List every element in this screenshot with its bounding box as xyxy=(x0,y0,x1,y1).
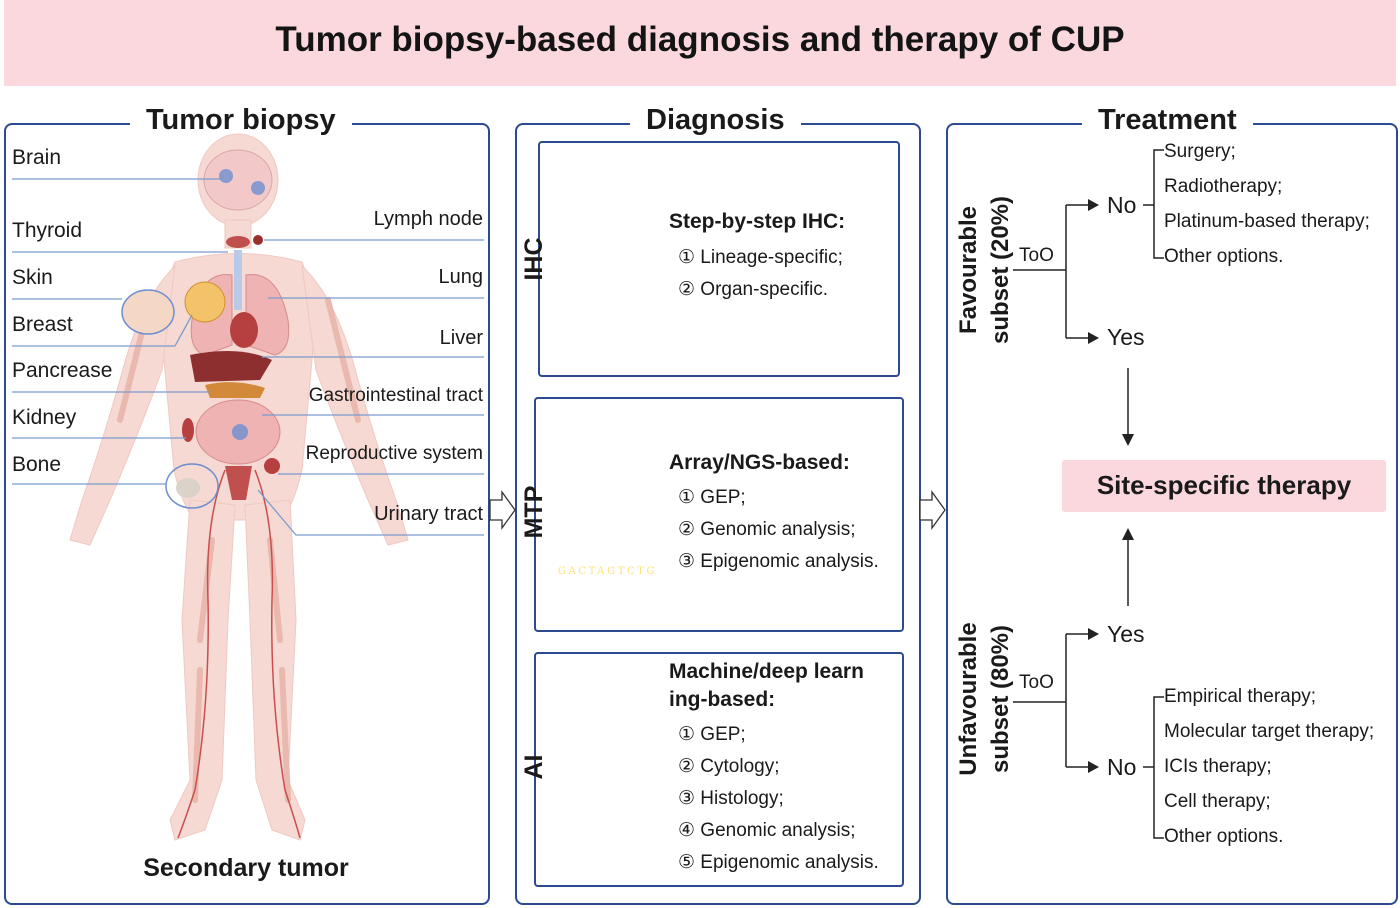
liver-organ xyxy=(190,351,272,382)
mtp-bases: GACTAGTCTG xyxy=(557,566,658,577)
label-urinary-tract: Urinary tract xyxy=(374,503,483,525)
favourable-too: ToO xyxy=(1019,245,1054,266)
trachea xyxy=(234,250,242,310)
ai-item: ① GEP; xyxy=(678,724,746,745)
ai-box xyxy=(534,652,904,887)
title-banner xyxy=(4,0,1396,86)
mtp-item: ② Genomic analysis; xyxy=(678,519,856,540)
ihc-box xyxy=(538,141,900,377)
biopsy-footer: Secondary tumor xyxy=(143,854,349,882)
favourable-subset-label: Favourable subset (20%) xyxy=(953,165,1017,375)
site-specific-therapy: Site-specific therapy xyxy=(1062,460,1386,512)
unfavourable-no: No xyxy=(1107,754,1137,780)
unfavourable-option: Other options. xyxy=(1164,826,1284,847)
bone-organ xyxy=(165,463,219,509)
biopsy-title: Tumor biopsy xyxy=(130,104,352,137)
kidney-organ xyxy=(182,418,194,442)
mtp-label: MTP xyxy=(520,485,548,539)
ihc-heading: Step-by-step IHC: xyxy=(669,210,846,233)
diagnosis-title: Diagnosis xyxy=(630,104,801,137)
arrow-diagnosis-to-treatment xyxy=(919,489,946,531)
ai-item: ③ Histology; xyxy=(678,788,784,809)
unfavourable-subset-label: Unfavourable subset (80%) xyxy=(953,594,1017,804)
unfavourable-too: ToO xyxy=(1019,672,1054,693)
mtp-item: ① GEP; xyxy=(678,487,746,508)
main-title: Tumor biopsy-based diagnosis and therapy… xyxy=(275,20,1125,59)
unfavourable-option: ICIs therapy; xyxy=(1164,756,1272,777)
ihc-item: ① Lineage-specific; xyxy=(678,247,843,268)
heart-organ xyxy=(230,312,258,348)
label-breast: Breast xyxy=(12,313,73,336)
favourable-option: Platinum-based therapy; xyxy=(1164,211,1370,232)
ai-item: ④ Genomic analysis; xyxy=(678,820,856,841)
treatment-arrowheads xyxy=(1088,199,1134,773)
unfavourable-line1: Unfavourable xyxy=(955,622,982,776)
label-liver: Liver xyxy=(439,327,483,349)
ai-item: ⑤ Epigenomic analysis. xyxy=(678,852,879,873)
mtp-item: ③ Epigenomic analysis. xyxy=(678,551,879,572)
label-lung: Lung xyxy=(438,266,484,288)
label-skin: Skin xyxy=(12,266,53,289)
brain-organ xyxy=(203,149,273,211)
ihc-item: ② Organ-specific. xyxy=(678,279,829,300)
reproductive-organ xyxy=(225,458,280,500)
label-pancrease: Pancrease xyxy=(12,359,113,382)
favourable-line1: Favourable xyxy=(955,205,982,335)
ai-heading-line1: Machine/deep learn xyxy=(669,660,864,683)
label-kidney: Kidney xyxy=(12,406,77,429)
mtp-box xyxy=(534,397,904,632)
favourable-line2: subset (20%) xyxy=(987,195,1014,345)
favourable-option: Other options. xyxy=(1164,246,1284,267)
label-gastrointestinal-tract: Gastrointestinal tract xyxy=(308,385,483,406)
intestine-organ xyxy=(195,399,281,465)
arrow-biopsy-to-diagnosis xyxy=(489,489,516,531)
label-reproductive-system: Reproductive system xyxy=(305,443,483,464)
label-thyroid: Thyroid xyxy=(12,219,83,242)
breast-organ xyxy=(184,281,226,323)
label-lymph-node: Lymph node xyxy=(373,208,483,230)
thyroid-organ xyxy=(226,236,250,248)
ai-heading-line2: ing-based: xyxy=(669,688,776,711)
unfavourable-yes: Yes xyxy=(1107,621,1145,647)
mtp-heading: Array/NGS-based: xyxy=(669,451,850,474)
unfavourable-option: Molecular target therapy; xyxy=(1164,721,1375,742)
ihc-label: IHC xyxy=(520,237,548,281)
label-brain: Brain xyxy=(12,146,62,169)
leader-lines xyxy=(12,178,484,536)
ai-label: AI xyxy=(520,754,548,780)
vessels xyxy=(177,469,301,839)
favourable-no: No xyxy=(1107,192,1137,218)
ai-item: ② Cytology; xyxy=(678,756,780,777)
label-bone: Bone xyxy=(12,453,62,476)
skin-organ xyxy=(121,289,175,335)
unfavourable-option: Cell therapy; xyxy=(1164,791,1271,812)
unfavourable-line2: subset (80%) xyxy=(987,624,1014,774)
favourable-yes: Yes xyxy=(1107,324,1145,350)
treatment-title: Treatment xyxy=(1082,104,1253,137)
pancreas-organ xyxy=(205,382,265,398)
unfavourable-option: Empirical therapy; xyxy=(1164,686,1317,707)
favourable-option: Surgery; xyxy=(1164,141,1236,162)
lymph-node-organ xyxy=(253,235,263,245)
favourable-option: Radiotherapy; xyxy=(1164,176,1283,197)
